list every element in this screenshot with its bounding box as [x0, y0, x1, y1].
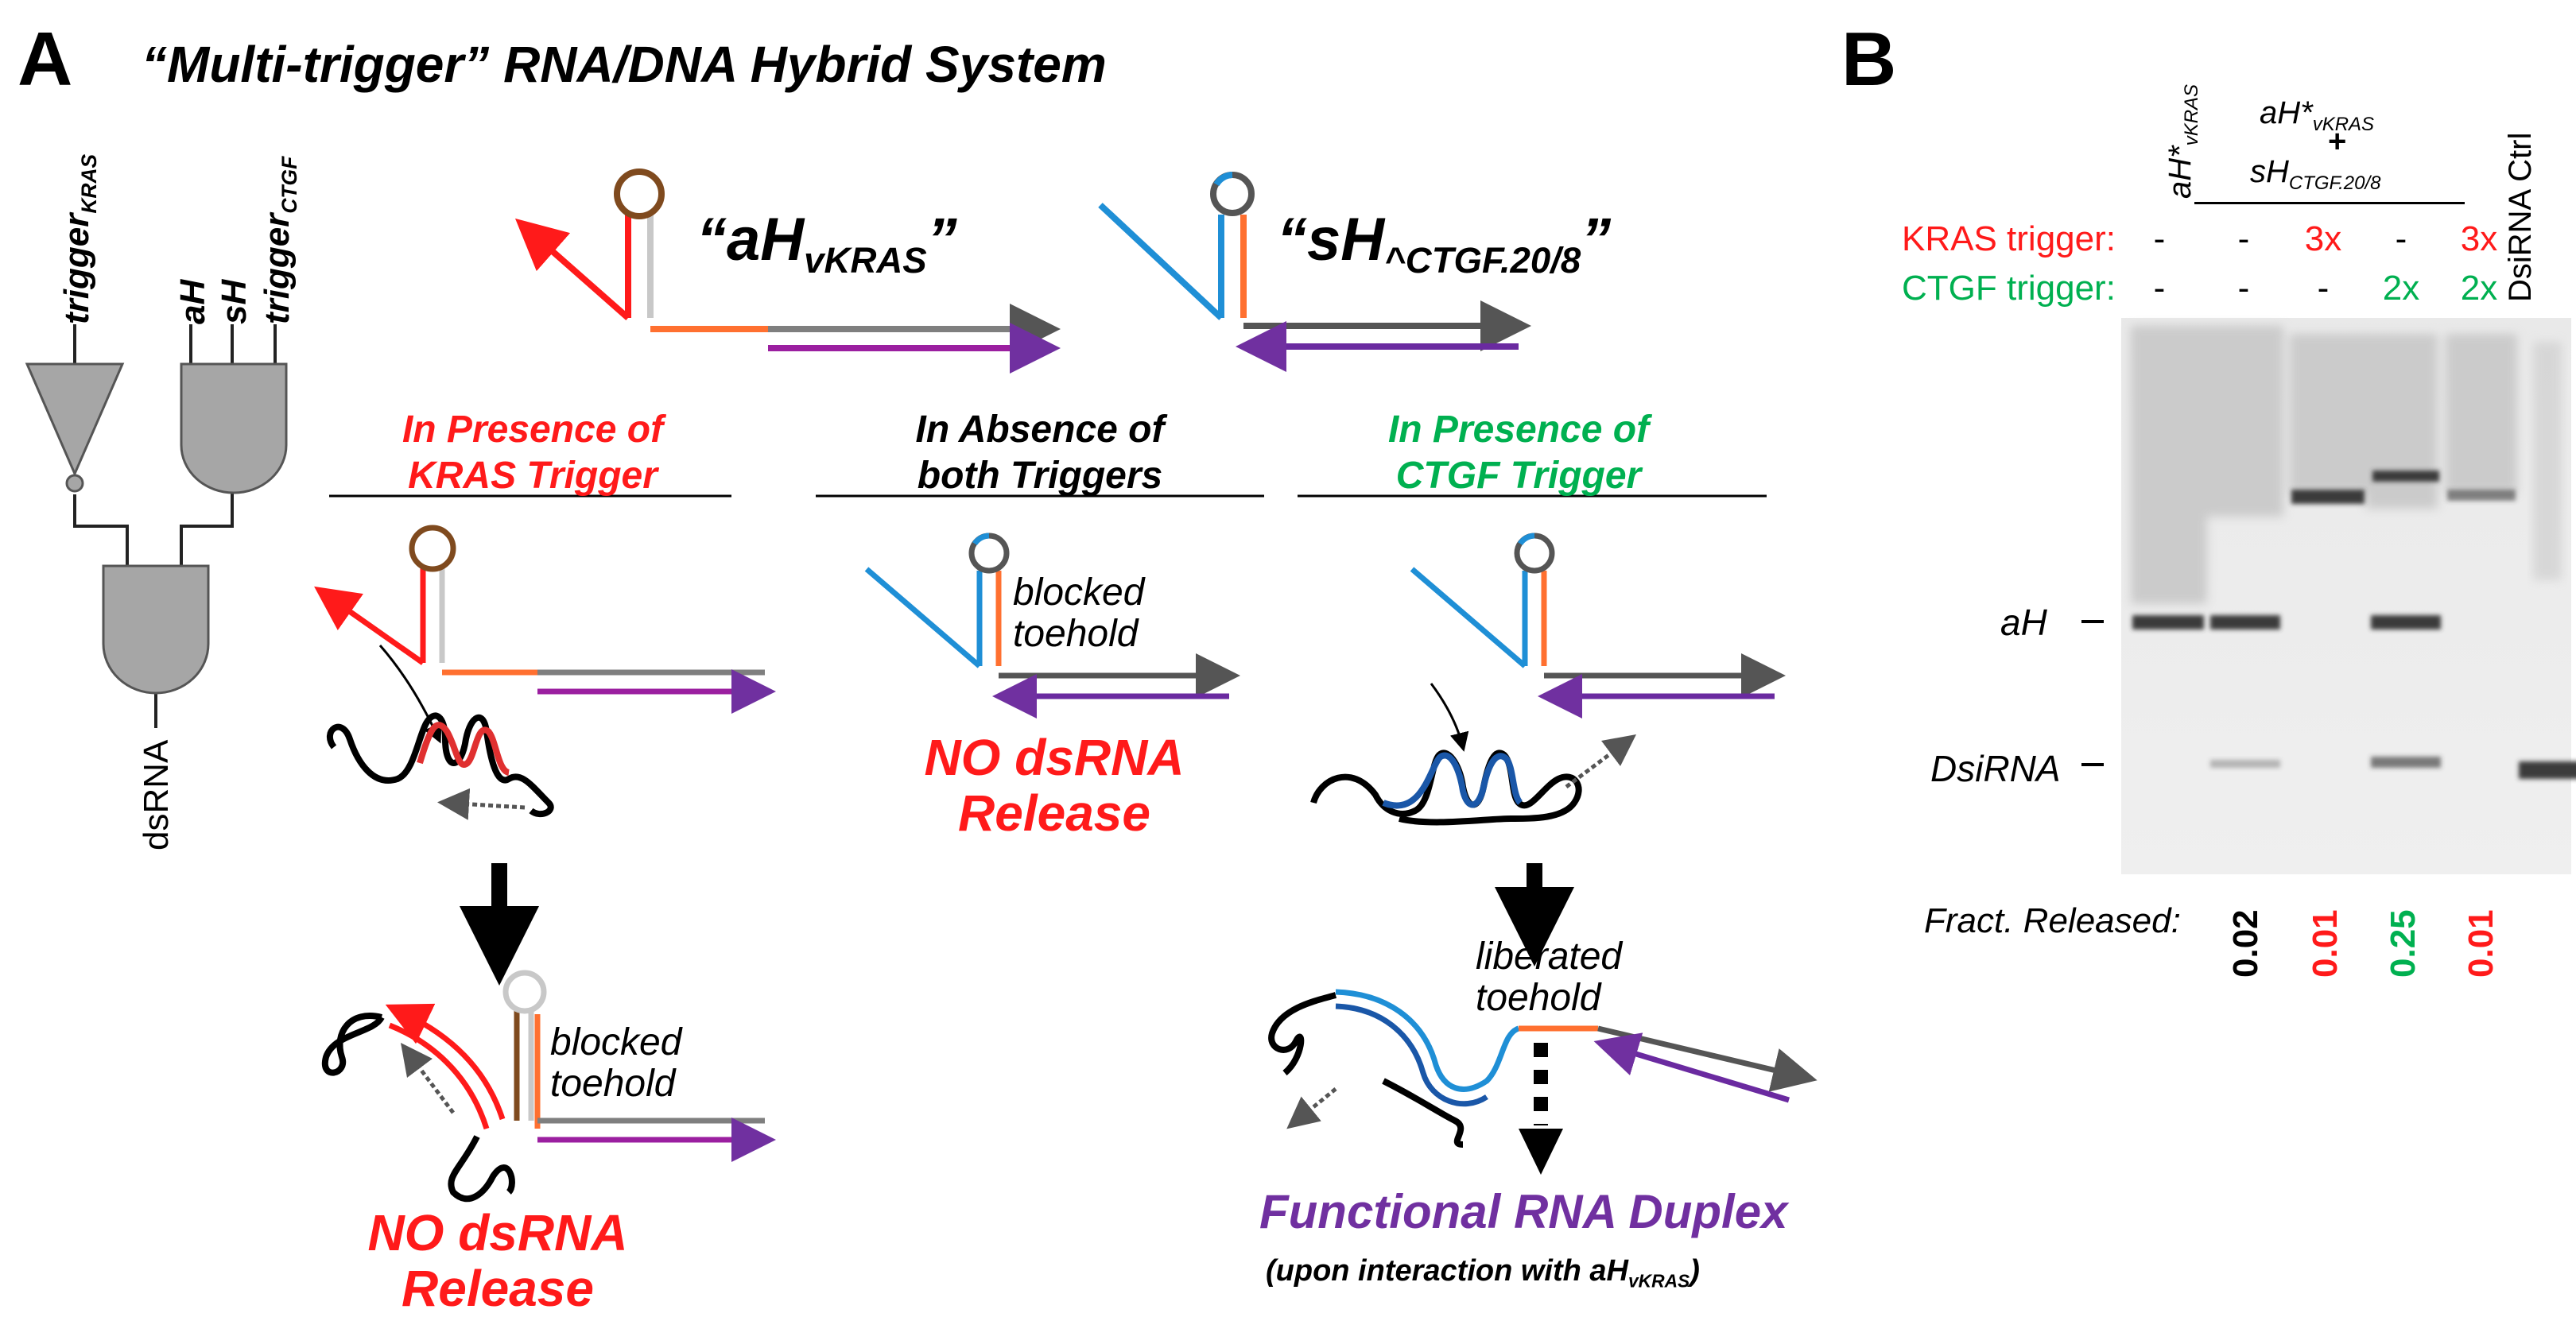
logic-input-trigger-ctgf: triggerCTGF	[258, 156, 301, 324]
band-lane4-upper	[2372, 471, 2439, 482]
logic-input-sh: sH	[215, 279, 254, 324]
kras-trigger-cell: -	[2395, 219, 2407, 258]
fract-released-value: 0.02	[2226, 909, 2265, 978]
kras-trigger-cell: 3x	[2460, 219, 2498, 258]
kras-trigger-cell: 3x	[2304, 219, 2342, 258]
kras-trigger-row-label: KRAS trigger:	[1902, 219, 2116, 258]
lane-group-plus: +	[2328, 124, 2347, 159]
band-lane1-ah	[2132, 615, 2204, 629]
kras-presence-complex	[314, 525, 776, 714]
ctgf-trigger-cell: 2x	[2382, 269, 2420, 308]
fract-released-label: Fract. Released:	[1924, 901, 2181, 940]
logic-input-trigger-kras: triggerKRAS	[57, 153, 101, 324]
fract-released-value: 0.25	[2384, 909, 2423, 978]
kras-trigger-cell: -	[2153, 219, 2166, 258]
kras-trigger-strand	[326, 712, 554, 818]
and-gate-bottom	[102, 564, 210, 695]
panel-a-title: “Multi-trigger” RNA/DNA Hybrid System	[142, 36, 1107, 93]
band-lane4-dsirna	[2371, 757, 2441, 768]
functional-duplex-label: Functional RNA Duplex	[1259, 1185, 1788, 1238]
band-lane2-ah	[2210, 615, 2280, 629]
panel-b-letter: B	[1841, 17, 1897, 102]
lane-group-header-bottom: sHCTGF.20/8	[2250, 154, 2381, 194]
functional-duplex-note: (upon interaction with aHvKRAS)	[1266, 1254, 1700, 1292]
fract-released-value: 0.01	[2462, 909, 2500, 978]
sh-ctgf-name: “sH^CTGF.20/8”	[1277, 206, 1612, 281]
ctgf-trigger-cell: -	[2317, 269, 2330, 308]
panel-a-letter: A	[17, 17, 73, 102]
band-label-dsirna: DsiRNA	[1930, 748, 2061, 789]
ctgf-trigger-cell: -	[2153, 269, 2166, 308]
not-gate	[25, 362, 125, 477]
band-lane3-upper	[2291, 490, 2365, 504]
ctgf-trigger-strand	[1310, 750, 1582, 826]
lane-header-ah: aH*vKRAS	[2163, 83, 2202, 199]
band-lane6-dsirna	[2519, 761, 2576, 779]
lane-group-header-top: aH*vKRAS	[2260, 95, 2375, 135]
logic-input-ah: aH	[173, 279, 212, 324]
kras-trigger-cell: -	[2237, 219, 2250, 258]
ctgf-trigger-cell: -	[2237, 269, 2250, 308]
fract-released-value: 0.01	[2306, 909, 2345, 978]
ctgf-presence-complex	[1410, 533, 1786, 719]
gel-bands	[2132, 471, 2576, 779]
band-lane5-upper	[2447, 490, 2516, 501]
not-gate-bubble	[65, 474, 84, 493]
band-label-ah: aH	[2000, 602, 2047, 643]
and-gate-top	[180, 362, 288, 494]
ctgf-trigger-row-label: CTGF trigger:	[1902, 269, 2116, 308]
ah-vkras-name: “aHvKRAS”	[696, 206, 957, 281]
ctgf-trigger-cell: 2x	[2460, 269, 2498, 308]
lane-group-rule	[2194, 202, 2465, 204]
logic-output-dsrna: dsRNA	[137, 739, 176, 850]
band-lane4-ah	[2371, 615, 2441, 629]
